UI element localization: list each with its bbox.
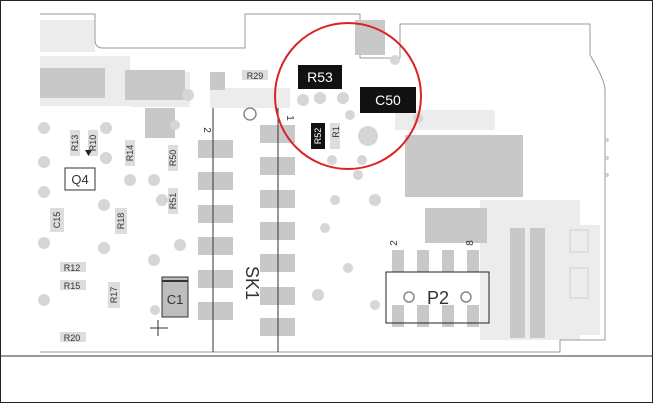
label-r17: R17: [109, 287, 119, 304]
label-r15: R15: [64, 281, 81, 291]
label-pin-2-left: 2: [201, 127, 212, 133]
label-c50: C50: [375, 92, 401, 108]
p2-hole-right: [460, 291, 472, 303]
p2-outline: [385, 271, 490, 324]
r53-body: [298, 65, 342, 89]
label-r14: R14: [125, 145, 135, 162]
q4-marker: [85, 150, 92, 156]
label-q4: Q4: [71, 172, 88, 187]
label-r51: R51: [168, 193, 178, 210]
label-c15: C15: [52, 212, 62, 229]
label-r52: R52: [313, 128, 323, 145]
label-r29: R29: [247, 71, 264, 81]
label-r18: R18: [116, 213, 126, 230]
label-pin-8-p2: 8: [465, 240, 476, 246]
label-r53: R53: [307, 69, 333, 85]
small-parts: [50, 70, 340, 342]
r52-body: [311, 123, 325, 149]
p2-hole-left: [403, 291, 415, 303]
label-pin-2-p2: 2: [389, 240, 400, 246]
c1-body: [161, 276, 189, 318]
mounting-hole: [243, 107, 257, 121]
label-pin-1: 1: [284, 115, 295, 121]
label-p2: P2: [427, 288, 449, 308]
p2-pads: [392, 250, 479, 327]
c50-body: [360, 87, 416, 113]
label-r1: R1: [331, 126, 341, 138]
label-r50: R50: [168, 150, 178, 167]
label-r10: R10: [88, 135, 98, 152]
board-outline: [40, 13, 606, 353]
label-r12: R12: [64, 263, 81, 273]
label-sk1: SK1: [242, 266, 262, 300]
highlight-circle: [274, 22, 422, 170]
q4-body: [64, 167, 96, 191]
label-r20: R20: [64, 333, 81, 343]
label-c1: C1: [167, 292, 184, 307]
label-r13: R13: [70, 135, 80, 152]
